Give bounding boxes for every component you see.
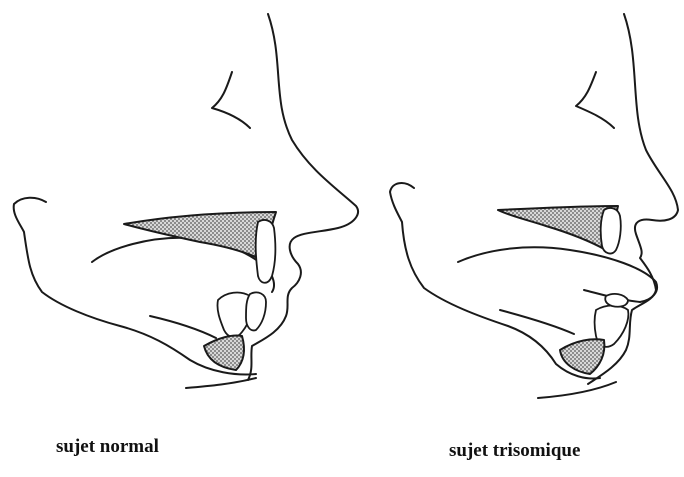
caption-normal-subject: sujet normal xyxy=(56,436,159,458)
trisomic-profile-drawing xyxy=(390,14,678,398)
normal-profile-drawing xyxy=(14,14,358,388)
normal-upper-tooth xyxy=(256,220,276,283)
normal-palate xyxy=(124,212,276,262)
normal-lower-tooth-2 xyxy=(246,292,266,330)
trisomic-tongue xyxy=(458,247,657,302)
normal-mandible xyxy=(204,335,244,370)
trisomic-lower-tooth-2 xyxy=(605,294,628,307)
trisomic-upper-tooth xyxy=(601,208,621,253)
caption-trisomic-subject: sujet trisomique xyxy=(449,440,580,462)
normal-eye xyxy=(212,72,250,128)
normal-lower-jaw xyxy=(150,316,216,338)
trisomic-neck xyxy=(538,382,616,398)
trisomic-mandible xyxy=(560,339,604,374)
normal-face-profile xyxy=(248,14,358,380)
normal-neck xyxy=(186,378,256,388)
trisomic-eye xyxy=(576,72,614,128)
trisomic-lower-jaw xyxy=(500,310,574,334)
